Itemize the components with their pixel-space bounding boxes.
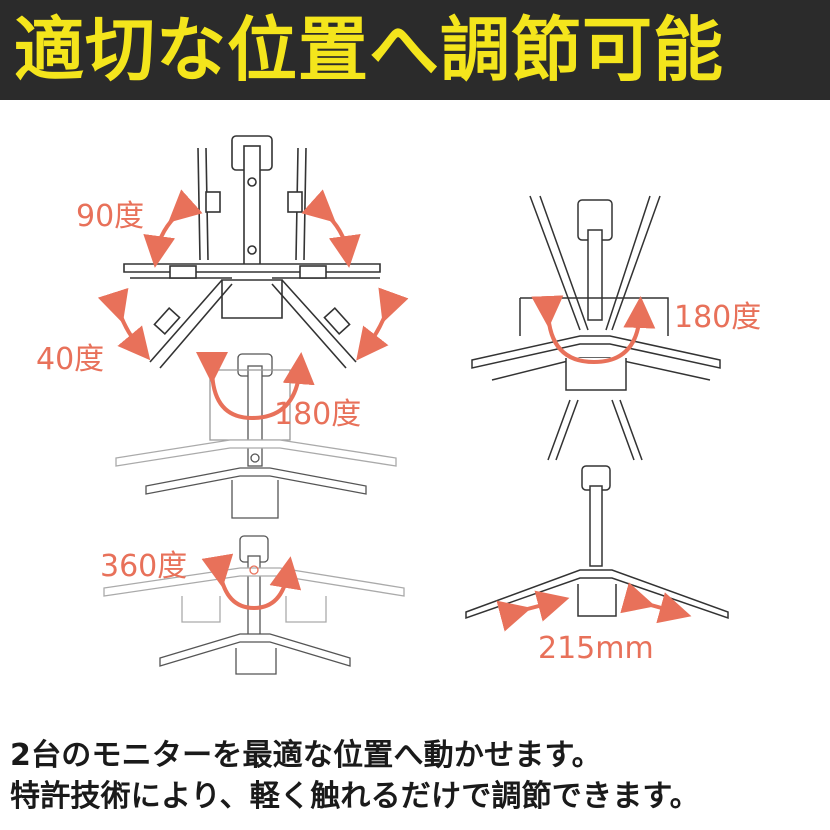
header-banner: 適切な位置へ調節可能 bbox=[0, 0, 830, 100]
rotation-arrows-90-40 bbox=[97, 189, 409, 361]
arm-illustration-215mm bbox=[465, 465, 729, 620]
label-215mm: 215mm bbox=[538, 631, 654, 666]
label-90-degrees: 90度 bbox=[76, 199, 145, 234]
caption-line-1: 2台のモニターを最適な位置へ動かせます。 bbox=[10, 738, 602, 773]
arm-illustration-180-left bbox=[115, 353, 397, 519]
monitor-arm-diagrams bbox=[97, 135, 729, 675]
label-40-degrees: 40度 bbox=[36, 342, 105, 377]
arm-illustration-90-40 bbox=[123, 135, 381, 369]
label-180-degrees-right: 180度 bbox=[674, 300, 762, 335]
label-180-degrees-left: 180度 bbox=[274, 397, 362, 432]
label-360-degrees: 360度 bbox=[100, 549, 188, 584]
page-title: 適切な位置へ調節可能 bbox=[14, 9, 724, 91]
caption: 2台のモニターを最適な位置へ動かせます。 特許技術により、軽く触れるだけで調節で… bbox=[10, 735, 700, 817]
caption-line-2: 特許技術により、軽く触れるだけで調節できます。 bbox=[10, 779, 700, 814]
